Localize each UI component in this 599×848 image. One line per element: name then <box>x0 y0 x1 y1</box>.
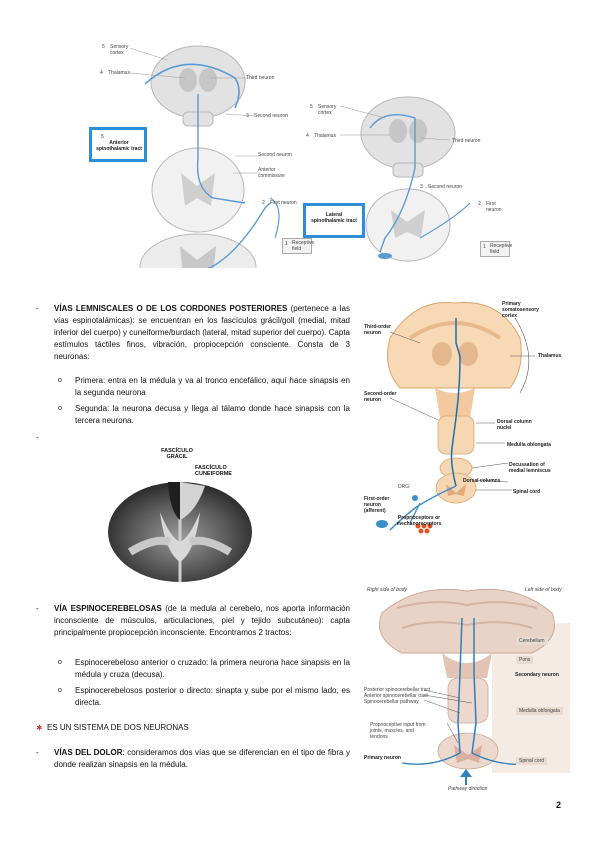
label-left-first-neuron: First neuron <box>270 200 297 206</box>
label-right-num2: 2 <box>478 201 481 207</box>
label-left-num2: 2 <box>262 200 265 206</box>
label-right-num1: 1 <box>483 244 486 250</box>
spinothalamic-figure <box>85 38 515 301</box>
pain-body: : consideramos dos vías que se diferenci… <box>54 748 351 769</box>
dorsal-column-figure <box>360 298 570 538</box>
label-left-receptive-field: Receptive field <box>292 240 315 252</box>
label-left-num3: 3 <box>246 113 249 119</box>
label-anterior-spinothalamic-tract: Anterior spinothalamic tract <box>96 140 142 152</box>
label-medulla-cb: Medulla oblongata <box>516 707 563 715</box>
label-fasciculus-cuneiform: FASCÍCULO CUNEIFORME <box>195 465 232 477</box>
label-right-num3: 3 <box>420 184 423 190</box>
spinocerebellar-item-2: Espinocerebelosos posterior o directo: s… <box>75 686 350 707</box>
label-left-num5: 5 <box>102 44 105 50</box>
spinocerebellar-body: (de la medula al cerebelo, nos aporta in… <box>54 604 350 637</box>
label-dorsal-column-nuclei: Dorsal column nuclei <box>497 419 532 431</box>
label-lateral-spinothalamic-tract: Lateral spinothalamic tract <box>311 212 357 224</box>
label-primary-cortex: Primary somatosensory cortex <box>502 301 539 319</box>
label-second-order-neuron: Second-order neuron <box>364 391 397 403</box>
label-num5-left-tract: 5 <box>101 134 104 140</box>
label-right-receptive-field: Receptive field <box>490 243 513 255</box>
label-left-side-of-body: Left side of body <box>525 587 562 593</box>
label-left-num1: 1 <box>285 241 288 247</box>
label-pathway-direction: Pathway direction <box>448 786 488 792</box>
label-spinal-cord-dc: Spinal cord <box>513 489 541 495</box>
pain-paragraph: VÍAS DEL DOLOR: consideramos dos vías qu… <box>54 747 350 771</box>
label-first-order-neuron: First-order neuron (afferent) <box>364 496 390 514</box>
label-left-second-neuron: Second neuron <box>258 152 292 158</box>
lemniscal-paragraph: VÍAS LEMNISCALES O DE LOS CORDONES POSTE… <box>54 303 350 363</box>
lemniscal-title: VÍAS LEMNISCALES O DE LOS CORDONES POSTE… <box>54 304 288 313</box>
label-decussation: Decussation of medial lemniscus <box>509 462 551 474</box>
label-right-thalamus: Thalamus <box>314 133 336 139</box>
label-anterior-tract: Anterior spinocerebellar tract <box>364 693 428 699</box>
lemniscal-bullet: - <box>36 304 39 313</box>
label-posterior-tract: Posterior spinocerebellar tract <box>364 687 431 693</box>
label-right-first-neuron: First neuron <box>486 201 502 213</box>
two-neurons-marker: ∗ <box>36 723 43 732</box>
pain-bullet: - <box>36 748 39 757</box>
label-right-side-of-body: Right side of body <box>367 587 408 593</box>
label-left-sensory-cortex: Sensory cortex <box>110 44 129 56</box>
label-left-num4: 4 <box>100 70 103 76</box>
lemniscal-empty-bullet: - <box>36 433 39 442</box>
right-receptive-field-box <box>480 241 510 257</box>
label-right-sensory-cortex: Sensory cortex <box>318 104 337 116</box>
label-spinal-cord-cb: Spinal cord <box>516 757 548 765</box>
label-secondary-neuron: Secondary neuron <box>515 672 559 678</box>
label-right-num4: 4 <box>306 133 309 139</box>
label-pons: Pons <box>516 656 534 664</box>
label-cerebellum: Cerebellum <box>516 637 548 645</box>
spinocerebellar-item-1-marker: o <box>58 659 62 666</box>
label-medulla-dc: Medulla oblongata <box>507 442 551 448</box>
lemniscal-body: (pertenece a las vías espinotalámicas): … <box>54 304 351 361</box>
spinocerebellar-paragraph: VÍA ESPINOCEREBELOSAS (de la medula al c… <box>54 603 350 639</box>
spinocerebellar-title: VÍA ESPINOCEREBELOSAS <box>54 604 162 613</box>
label-third-order-neuron: Third-order neuron <box>364 324 391 336</box>
label-dorsal-columns: Dorsal columns <box>463 478 501 484</box>
label-proprioceptive-input: Proprioceptive input from joints, muscle… <box>370 722 426 740</box>
lemniscal-item-1: Primera: entra en la médula y va al tron… <box>75 376 350 397</box>
spinocerebellar-item-1: Espinocerebeloso anterior o cruzado: la … <box>75 658 350 679</box>
label-anterior-commissure: Anterior commissure <box>258 167 285 179</box>
label-left-third-neuron: Third neuron <box>246 75 275 81</box>
label-right-second-neuron: Second neuron <box>428 184 462 190</box>
right-tract-highlight <box>303 203 365 238</box>
label-fasciculus-gracil: FASCÍCULO GRÁCIL <box>161 448 193 460</box>
cerebellar-figure <box>362 583 572 796</box>
label-spinocerebellar-pathway: Spinocerebellar pathway <box>364 699 419 705</box>
lemniscal-item-2-marker: o <box>58 405 62 412</box>
spinocerebellar-item-2-marker: o <box>58 687 62 694</box>
label-right-third-neuron: Third neuron <box>452 138 481 144</box>
left-receptive-field-box <box>282 238 312 254</box>
pain-title: VÍAS DEL DOLOR <box>54 748 123 757</box>
label-proprioceptors: Proprioceptors or mechanoreceptors <box>396 515 442 527</box>
label-left-second-neuron-top: Second neuron <box>254 113 288 119</box>
label-drg: DRG <box>398 484 410 490</box>
lemniscal-item-1-marker: o <box>58 377 62 384</box>
two-neurons-text: ES UN SISTEMA DE DOS NEURONAS <box>47 723 189 732</box>
label-right-num5: 5 <box>310 104 313 110</box>
page-number: 2 <box>556 800 562 810</box>
label-primary-neuron: Primary neuron <box>364 755 401 761</box>
lemniscal-item-2: Segunda: la neurona decusa y llega al tá… <box>75 404 350 425</box>
label-left-thalamus: Thalamus <box>108 70 130 76</box>
spinothalamic-illustration <box>129 45 471 301</box>
left-tract-highlight <box>89 127 147 162</box>
spinocerebellar-bullet: - <box>36 604 39 613</box>
label-thalamus-dc: Thalamus <box>538 353 562 359</box>
fasciculus-image <box>100 442 258 584</box>
